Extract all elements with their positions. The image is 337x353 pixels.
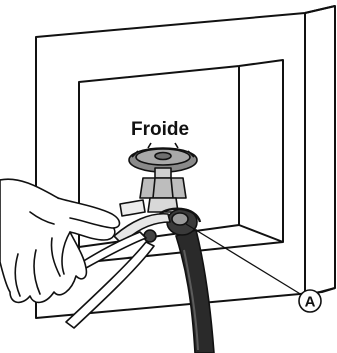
cold-water-valve bbox=[120, 143, 197, 216]
callout-marker-label: A bbox=[305, 294, 316, 311]
valve-stem bbox=[155, 168, 171, 178]
pliers-pivot bbox=[144, 230, 156, 242]
hose-body bbox=[176, 230, 214, 353]
valve-body bbox=[140, 178, 186, 198]
valve-label: Froide bbox=[131, 119, 189, 140]
recess-depth bbox=[239, 66, 283, 242]
hand bbox=[0, 179, 120, 302]
